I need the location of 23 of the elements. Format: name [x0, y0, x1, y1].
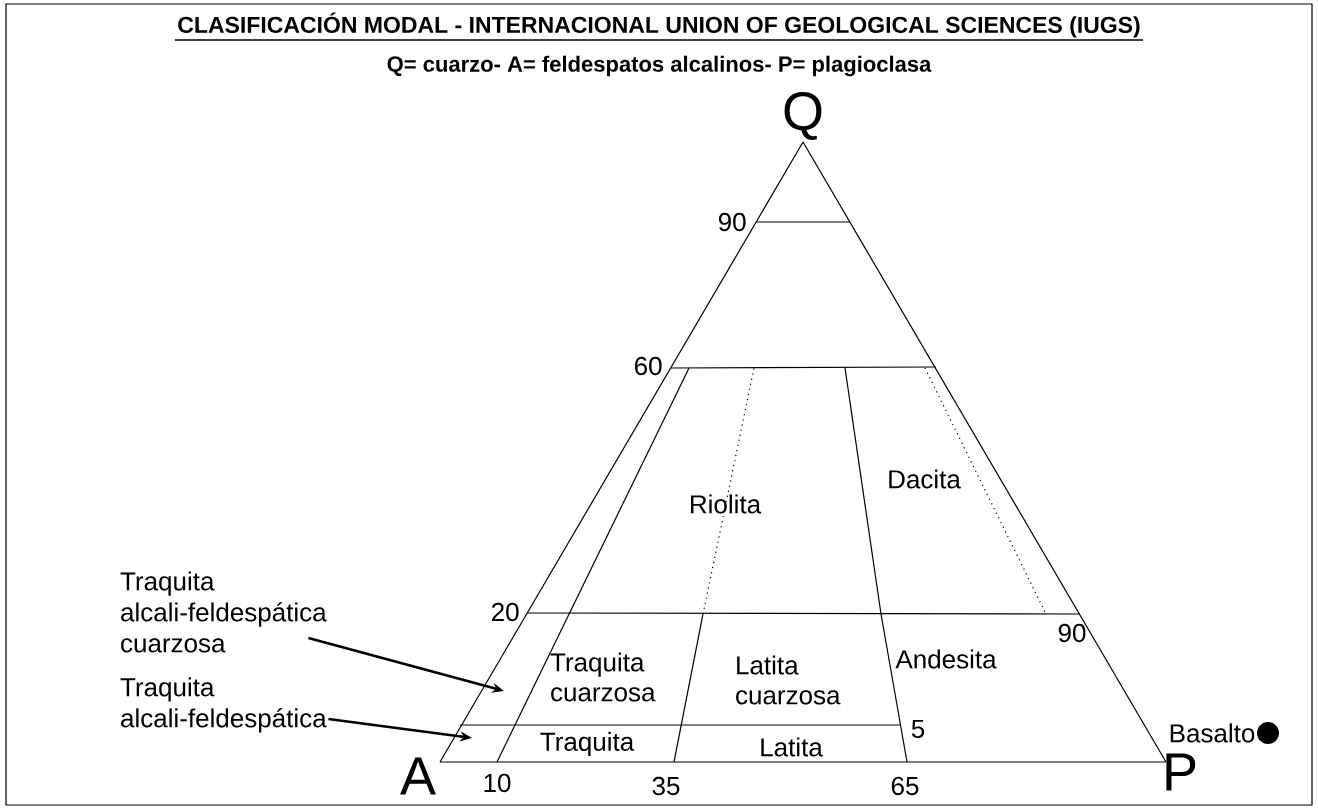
vertex-label: A: [400, 757, 436, 795]
tick-label: 60: [635, 356, 662, 376]
title: CLASIFICACIÓN MODAL - INTERNACIONAL UNION OF GEOLOGICAL SCIENCES (IUGS): [174, 12, 1144, 41]
vertex-label: P: [1166, 753, 1196, 791]
field-label: Riolita: [691, 494, 762, 514]
tick-label: 5: [911, 719, 925, 739]
tick-label: 65: [891, 776, 919, 796]
field-label: Traquita cuarzosa: [550, 652, 656, 702]
vertex-label: Q: [784, 92, 822, 140]
tick-label: 20: [492, 602, 519, 622]
field-label: Andesita: [895, 649, 997, 669]
annotation-text: Traquita alcali-feldespática: [120, 677, 327, 733]
annotation-text: Traquita alcali-feldespática cuarzosa: [120, 571, 327, 653]
field-label: Basalto: [1170, 723, 1255, 743]
tick-label: 35: [652, 776, 680, 796]
field-label: Latita: [761, 737, 823, 757]
tick-label: 10: [484, 773, 511, 793]
tick-label: 90: [1058, 623, 1086, 643]
tick-label: 90: [718, 212, 746, 232]
field-label: Traquita: [540, 731, 635, 757]
field-label: Latita cuarzosa: [736, 655, 841, 705]
legend-line: Q= cuarzo- A= feldespatos alcalinos- P= plagioclasa: [387, 55, 932, 77]
field-label: Dacita: [889, 469, 961, 489]
